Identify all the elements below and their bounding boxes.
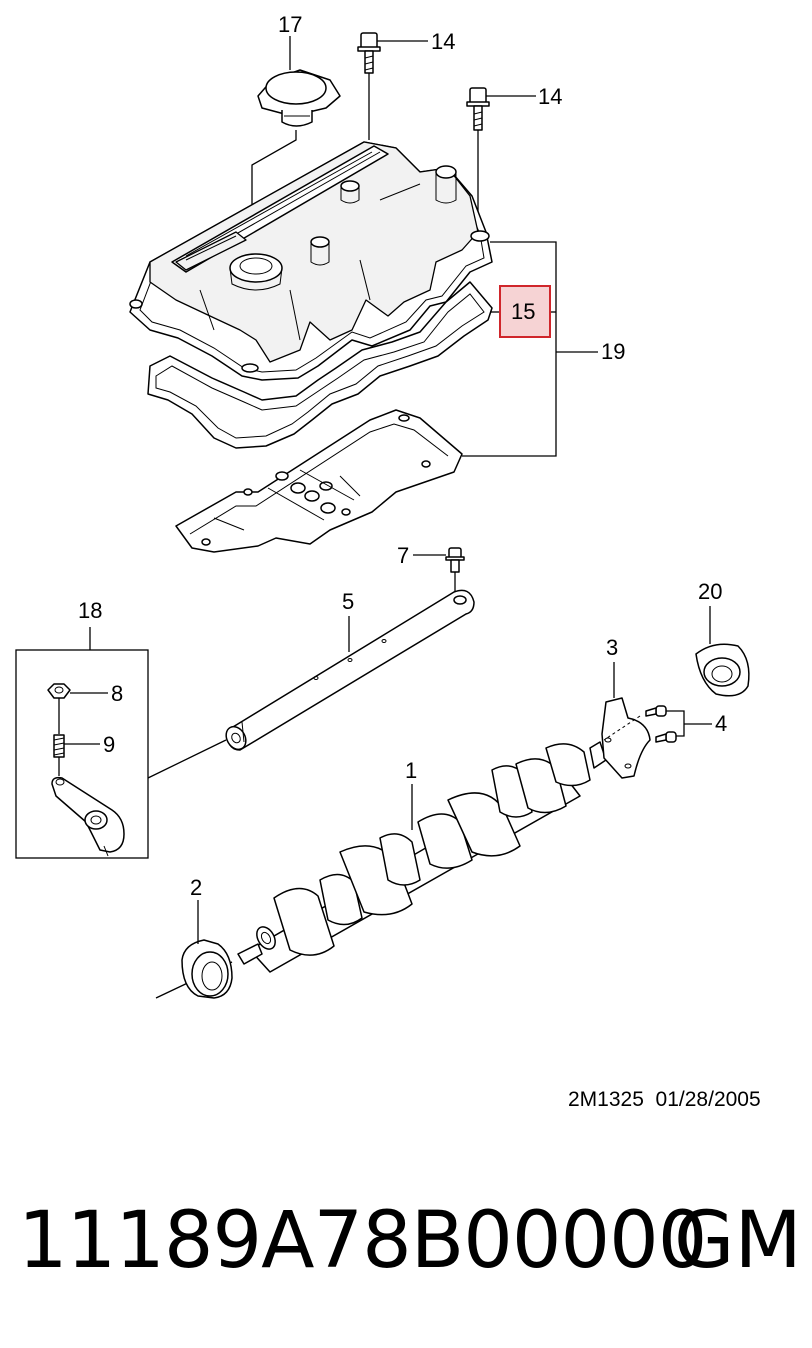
footer: 11189A78B00000 GM: [18, 1196, 802, 1296]
camshaft-oil-seal[interactable]: [181, 939, 233, 999]
camshaft-thrust-plate[interactable]: [601, 697, 651, 779]
callout-3: 3: [606, 635, 618, 660]
cover-bolt-front[interactable]: [357, 32, 381, 74]
callout-9: 9: [103, 732, 115, 757]
cover-bolt-rear[interactable]: [466, 87, 490, 131]
callout-14-front: 14: [431, 29, 455, 54]
callout-17: 17: [278, 12, 302, 37]
callout-4: 4: [715, 711, 727, 736]
brand-label: GM: [674, 1196, 802, 1286]
callout-5: 5: [342, 589, 354, 614]
shaft-bolt[interactable]: [445, 547, 465, 573]
camshaft[interactable]: [237, 741, 607, 973]
callout-7: 7: [397, 543, 409, 568]
cap-seal[interactable]: [695, 643, 750, 697]
adjuster-screw[interactable]: [53, 734, 65, 758]
cylinder-head-cover[interactable]: [129, 141, 493, 381]
callout-20: 20: [698, 579, 722, 604]
rocker-arm[interactable]: [51, 776, 125, 857]
callout-19: 19: [601, 339, 625, 364]
adjuster-nut[interactable]: [47, 683, 71, 699]
rocker-shaft[interactable]: [222, 589, 475, 753]
part-number: 11189A78B00000: [18, 1196, 707, 1286]
callout-15-highlight[interactable]: [499, 285, 551, 338]
baffle-plate[interactable]: [175, 409, 463, 553]
callout-8: 8: [111, 681, 123, 706]
callout-2: 2: [190, 875, 202, 900]
callout-18: 18: [78, 598, 102, 623]
cover-gasket[interactable]: [147, 281, 493, 449]
rocker-arm-assembly-box: [15, 649, 149, 859]
callout-15[interactable]: 15: [511, 299, 535, 324]
callout-14-rear: 14: [538, 84, 562, 109]
oil-filler-cap[interactable]: [257, 69, 341, 127]
drawing-reference: 2M1325 01/28/2005: [568, 1088, 761, 1111]
callout-1: 1: [405, 758, 417, 783]
